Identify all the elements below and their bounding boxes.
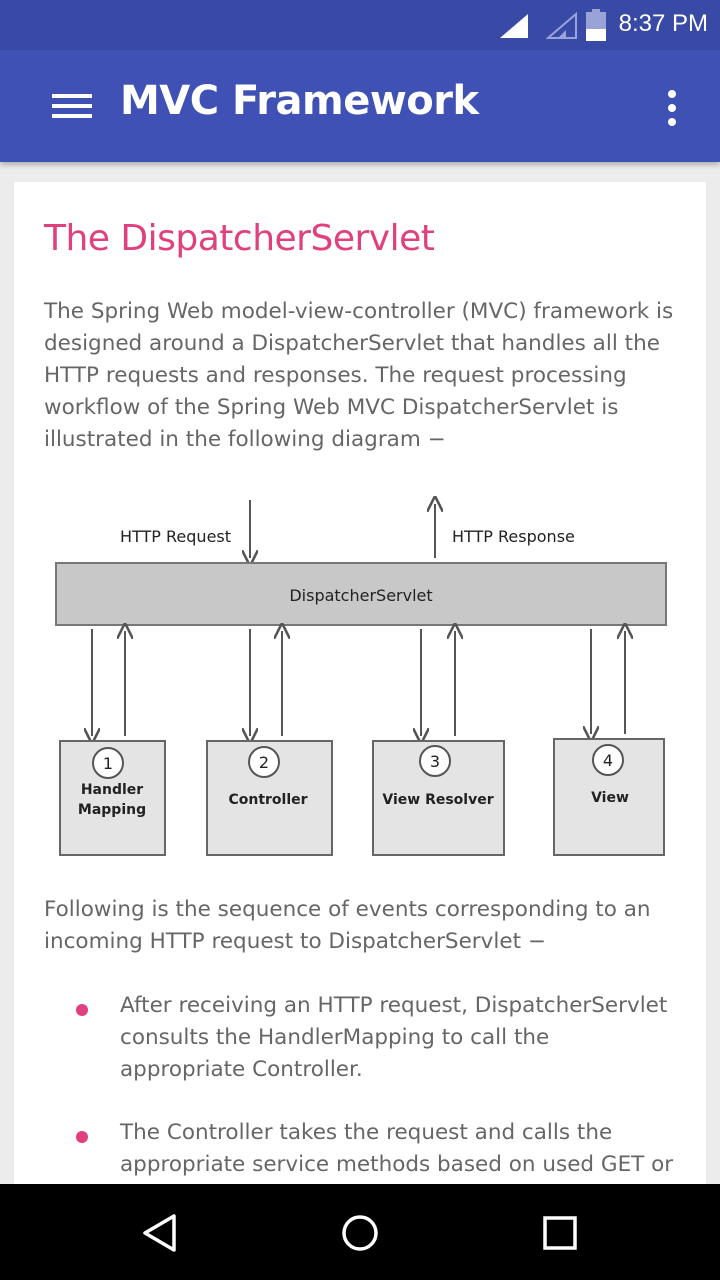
page-title: The DispatcherServlet xyxy=(44,218,435,259)
svg-text:2: 2 xyxy=(259,753,269,772)
home-icon[interactable] xyxy=(335,1208,385,1258)
svg-text:View Resolver: View Resolver xyxy=(382,792,493,808)
app-title: MVC Framework xyxy=(120,78,479,124)
http-request-label: HTTP Request xyxy=(120,527,231,546)
list-item-text: After receiving an HTTP request, Dispatc… xyxy=(120,993,668,1082)
dispatcher-servlet-box xyxy=(55,562,667,626)
battery-icon xyxy=(586,9,606,41)
svg-text:3: 3 xyxy=(430,752,440,771)
svg-text:Mapping: Mapping xyxy=(78,802,146,818)
bullet-icon xyxy=(76,1004,88,1016)
intro-paragraph: The Spring Web model-view-controller (MV… xyxy=(44,299,674,452)
recents-icon[interactable] xyxy=(535,1208,585,1258)
list-item-text: The Controller takes the request and cal… xyxy=(120,1120,674,1177)
handler-mapping-box xyxy=(59,740,166,856)
svg-text:Handler: Handler xyxy=(81,782,143,798)
more-vert-icon[interactable] xyxy=(658,88,686,128)
sequence-intro: Following is the sequence of events corr… xyxy=(44,897,651,954)
signal-icon xyxy=(500,14,528,38)
mvc-workflow-diagram: HTTP Request HTTP Response DispatcherSer… xyxy=(55,490,667,856)
controller-box xyxy=(206,740,333,856)
status-time: 8:37 PM xyxy=(618,10,708,37)
back-icon[interactable] xyxy=(136,1208,186,1258)
hamburger-menu-icon[interactable] xyxy=(48,88,96,124)
svg-text:4: 4 xyxy=(603,751,613,770)
svg-text:1: 1 xyxy=(103,754,113,773)
svg-text:View: View xyxy=(591,790,629,806)
http-response-label: HTTP Response xyxy=(452,527,575,546)
navigation-bar xyxy=(0,1184,720,1280)
signal-weak-icon xyxy=(546,12,577,39)
app-bar: MVC Framework xyxy=(0,50,720,162)
svg-text:Controller: Controller xyxy=(228,792,307,808)
status-bar: 8:37 PM xyxy=(0,0,720,50)
article-card: The DispatcherServlet The Spring Web mod… xyxy=(14,182,706,1192)
bullet-icon xyxy=(76,1131,88,1143)
dispatcher-servlet-label: DispatcherServlet xyxy=(289,586,432,605)
